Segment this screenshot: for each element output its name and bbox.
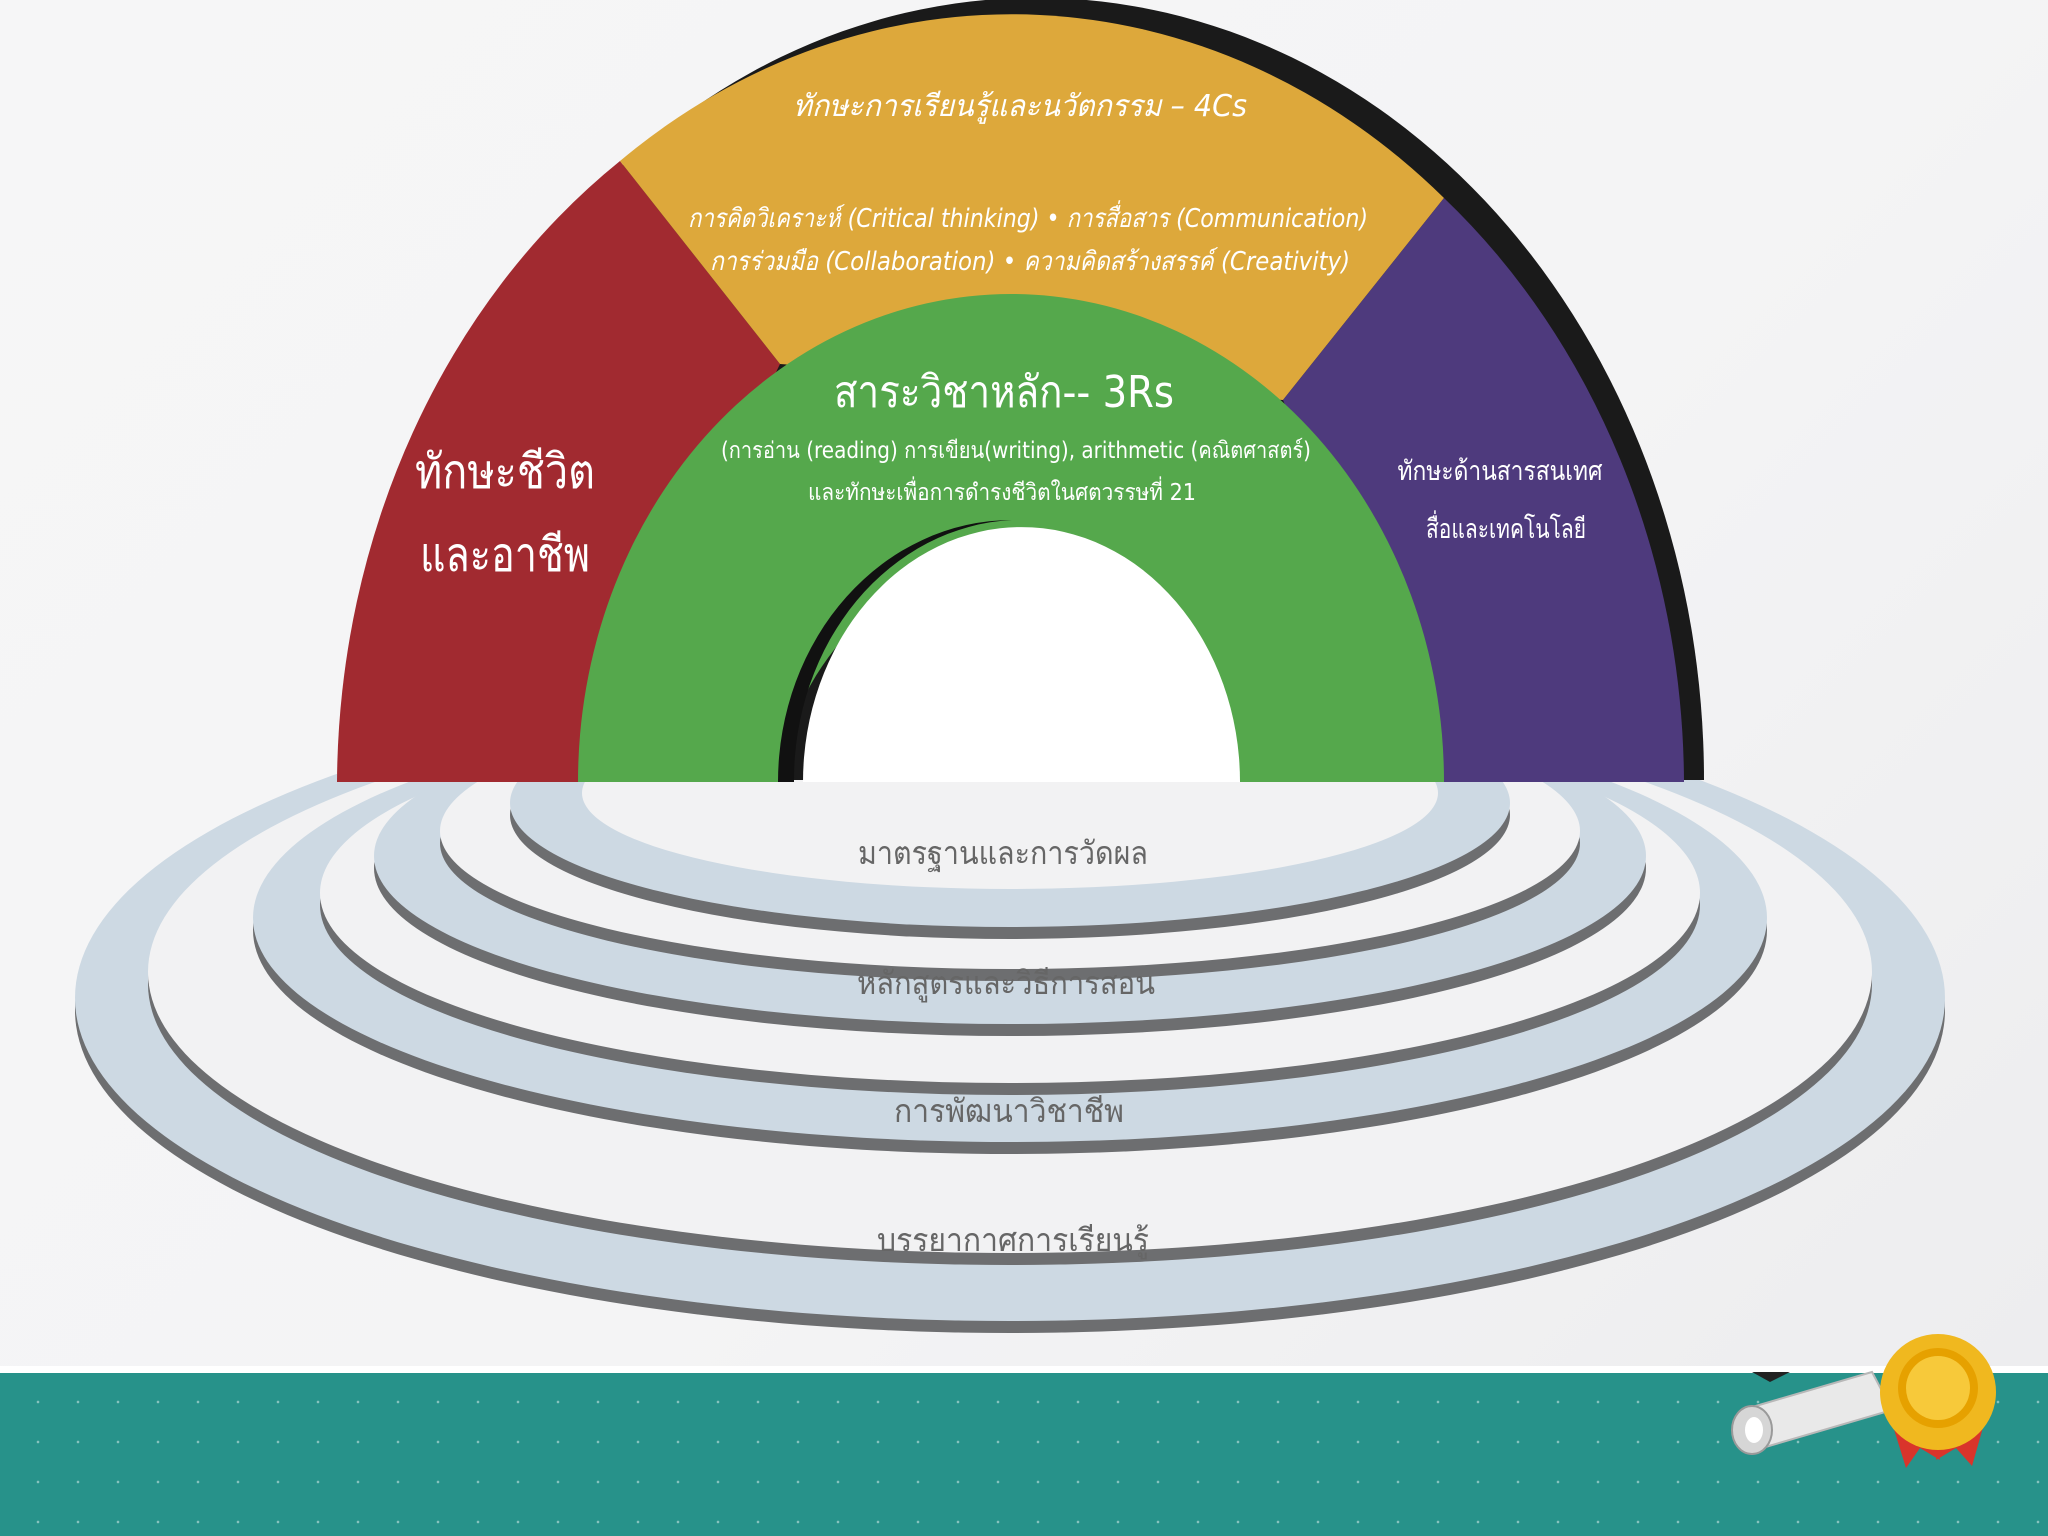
life-career-label-line-1: ทักษะชีวิต — [415, 444, 595, 500]
ring-label-standards-assessment: มาตรฐานและการวัดผล — [858, 834, 1148, 873]
ring-label-professional-development: การพัฒนาวิชาชีพ — [894, 1092, 1124, 1130]
diploma-scroll-icon — [1731, 1370, 1894, 1455]
3rs-detail-line-2: และทักษะเพื่อการดำรงชีวิตในศตวรรษที่ 21 — [808, 476, 1196, 506]
banner-dot-pattern — [0, 1366, 2048, 1536]
ring-label-learning-environment: บรรยากาศการเรียนรู้ — [877, 1221, 1149, 1260]
info-media-tech-label-line-2: สื่อและเทคโนโลยี — [1426, 510, 1586, 545]
arch-labels: ทักษะการเรียนรู้และนวัตกรรม – 4Cs การคิด… — [415, 89, 1603, 583]
4cs-skills-line-1: การคิดวิเคราะห์ (Critical thinking) • กา… — [688, 200, 1368, 234]
4cs-skills-line-2: การร่วมมือ (Collaboration) • ความคิดสร้า… — [710, 247, 1350, 277]
4cs-title: ทักษะการเรียนรู้และนวัตกรรม – 4Cs — [793, 89, 1247, 124]
award-medal-icon — [1880, 1334, 1996, 1468]
footer-banner — [0, 1373, 2048, 1536]
info-media-tech-label-line-1: ทักษะด้านสารสนเทศ — [1398, 456, 1603, 487]
3rs-detail-line-1: (การอ่าน (reading) การเขียน(writing), ar… — [721, 437, 1311, 464]
3rs-title: สาระวิชาหลัก-- 3Rs — [834, 367, 1174, 418]
life-career-label-line-2: และอาชีพ — [420, 527, 590, 583]
ring-label-curriculum-instruction: หลักสูตรและวิธีการสอน — [857, 964, 1155, 1003]
arch-life-career-segment — [337, 161, 780, 782]
arch-4cs-segment — [620, 14, 1444, 400]
ring-labels: มาตรฐานและการวัดผล หลักสูตรและวิธีการสอน… — [857, 834, 1155, 1260]
arch — [337, 0, 1704, 782]
